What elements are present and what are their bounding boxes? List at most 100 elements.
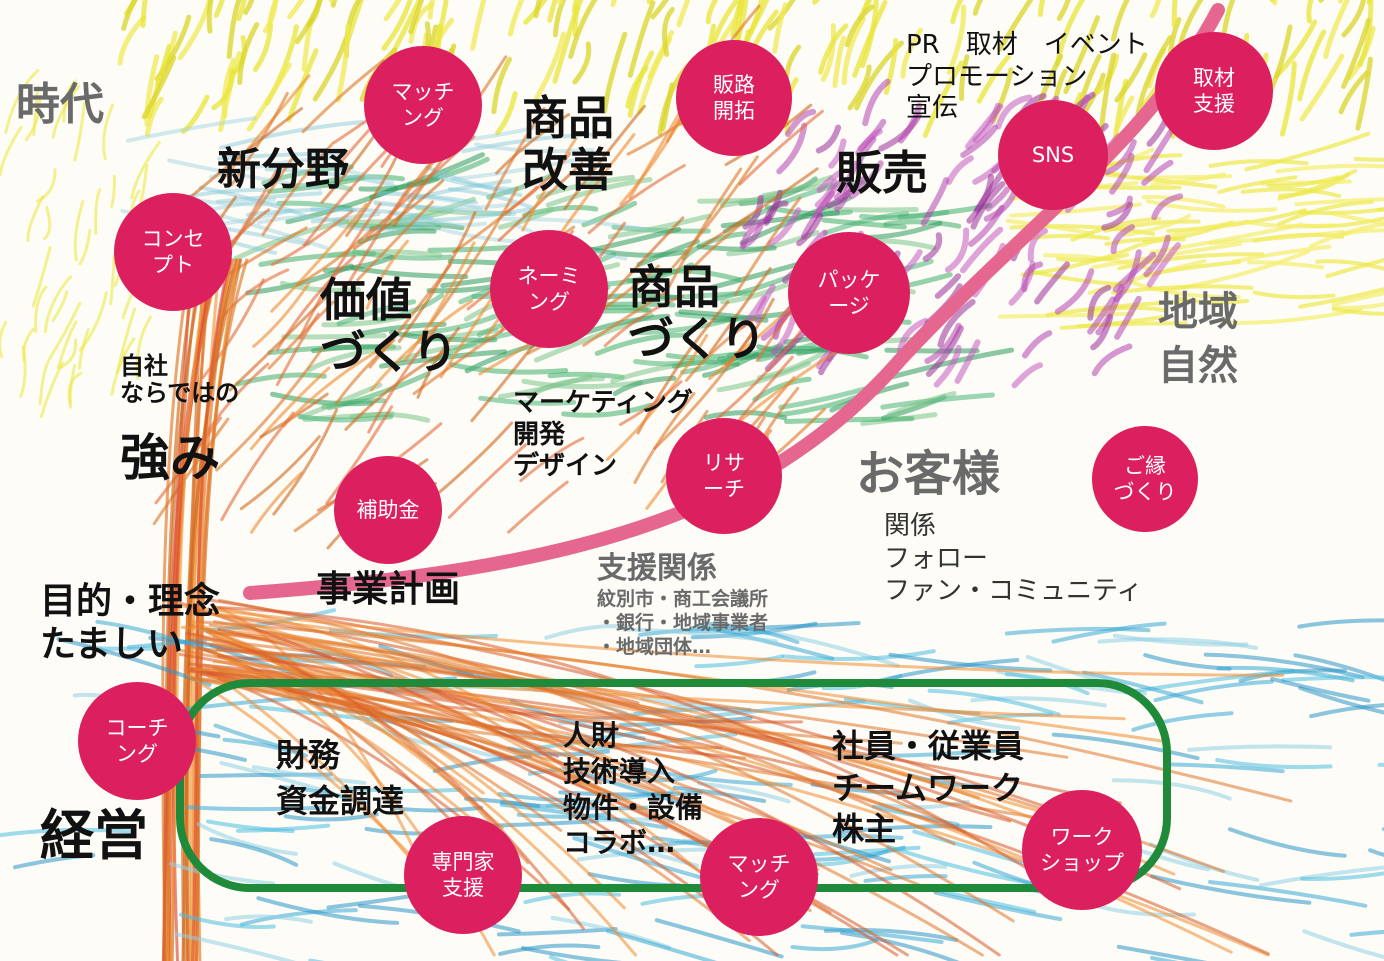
- crayon-stroke: [350, 265, 469, 280]
- crayon-stroke: [270, 202, 368, 313]
- crayon-stroke: [306, 345, 402, 372]
- crayon-stroke: [568, 0, 598, 59]
- crayon-stroke: [933, 344, 962, 388]
- crayon-stroke: [742, 194, 764, 230]
- crayon-stroke: [708, 267, 772, 355]
- crayon-stroke: [1298, 287, 1384, 309]
- crayon-stroke: [345, 156, 398, 237]
- crayon-stroke: [633, 392, 696, 484]
- crayon-stroke: [998, 311, 1135, 319]
- crayon-stroke: [1315, 259, 1384, 271]
- crayon-stroke: [365, 239, 409, 310]
- crayon-stroke: [1258, 865, 1384, 888]
- crayon-stroke: [283, 812, 379, 822]
- crayon-stroke: [927, 688, 1061, 717]
- crayon-stroke: [527, 376, 605, 399]
- crayon-stroke: [58, 338, 78, 369]
- crayon-stroke: [407, 179, 512, 202]
- crayon-stroke: [416, 326, 460, 399]
- crayon-stroke: [738, 109, 824, 186]
- crayon-stroke: [389, 805, 484, 813]
- crayon-stroke: [206, 0, 214, 34]
- crayon-stroke: [282, 347, 383, 428]
- crayon-stroke: [897, 317, 929, 354]
- crayon-stroke: [196, 822, 298, 856]
- crayon-stroke: [217, 151, 346, 161]
- crayon-stroke: [1131, 711, 1234, 732]
- crayon-stroke: [1091, 343, 1133, 377]
- crayon-stroke: [610, 0, 617, 7]
- crayon-stroke: [1087, 296, 1116, 335]
- crayon-stroke: [1153, 679, 1274, 703]
- crayon-stroke: [51, 85, 81, 139]
- crayon-stroke: [1150, 874, 1312, 905]
- crayon-stroke: [427, 0, 436, 20]
- crayon-stroke: [995, 94, 1033, 130]
- crayon-stroke: [243, 0, 255, 15]
- crayon-stroke: [1011, 362, 1043, 389]
- crayon-stroke: [1208, 159, 1309, 168]
- crayon-stroke: [697, 781, 791, 804]
- crayon-stroke: [327, 249, 443, 258]
- crayon-stroke: [82, 645, 163, 651]
- crayon-stroke: [24, 99, 42, 142]
- bubble-matching-bottom: マッチ ング: [700, 818, 818, 936]
- crayon-stroke: [209, 156, 332, 180]
- crayon-stroke: [249, 366, 331, 451]
- crayon-stroke: [230, 91, 289, 187]
- bubble-coaching: コーチ ング: [78, 682, 196, 800]
- bubble-hojokin: 補助金: [334, 456, 442, 564]
- crayon-stroke: [507, 480, 569, 534]
- bubble-senmonka-shien: 専門家 支援: [404, 816, 522, 934]
- crayon-stroke: [26, 194, 45, 242]
- crayon-stroke: [1076, 321, 1188, 329]
- crayon-stroke: [1098, 153, 1183, 170]
- crayon-stroke: [1354, 157, 1384, 162]
- crayon-stroke: [933, 890, 1063, 922]
- crayon-stroke: [1122, 214, 1192, 237]
- crayon-stroke: [697, 197, 780, 204]
- crayon-stroke: [78, 228, 92, 266]
- crayon-stroke: [449, 362, 569, 375]
- crayon-stroke: [1275, 163, 1384, 174]
- crayon-stroke: [1021, 261, 1044, 293]
- crayon-stroke: [1027, 228, 1048, 263]
- crayon-stroke: [1111, 284, 1254, 295]
- crayon-stroke: [1252, 290, 1336, 300]
- crayon-stroke: [383, 0, 402, 22]
- bubble-hanro-kaitaku: 販路 開拓: [676, 40, 792, 156]
- bubble-matching-top: マッチ ング: [364, 46, 482, 164]
- crayon-stroke: [13, 853, 96, 870]
- crayon-stroke: [282, 182, 353, 192]
- crayon-stroke: [311, 344, 386, 354]
- crayon-stroke: [907, 698, 1021, 731]
- crayon-stroke: [1279, 60, 1297, 137]
- crayon-stroke: [497, 207, 555, 230]
- crayon-stroke: [671, 155, 759, 269]
- crayon-stroke: [1114, 52, 1148, 103]
- crayon-stroke: [884, 347, 980, 354]
- crayon-stroke: [1051, 732, 1200, 761]
- crayon-stroke: [252, 282, 311, 348]
- crayon-stroke: [1326, 210, 1384, 226]
- crayon-stroke: [140, 0, 148, 29]
- crayon-stroke: [31, 246, 52, 308]
- management-frame: [176, 679, 1171, 892]
- crayon-stroke: [552, 4, 580, 84]
- crayon-stroke: [22, 327, 35, 363]
- crayon-stroke: [1111, 778, 1232, 801]
- crayon-stroke: [1208, 880, 1368, 908]
- crayon-stroke: [35, 168, 57, 203]
- crayon-stroke: [1272, 0, 1278, 6]
- crayon-stroke: [195, 258, 249, 961]
- crayon-stroke: [602, 31, 628, 114]
- crayon-stroke: [43, 275, 72, 334]
- crayon-stroke: [686, 216, 751, 275]
- crayon-stroke: [195, 610, 640, 705]
- crayon-stroke: [1298, 686, 1384, 715]
- crayon-stroke: [1143, 234, 1171, 278]
- crayon-stroke: [169, 258, 213, 961]
- crayon-stroke: [226, 0, 242, 59]
- crayon-stroke: [883, 38, 899, 95]
- crayon-stroke: [224, 914, 313, 924]
